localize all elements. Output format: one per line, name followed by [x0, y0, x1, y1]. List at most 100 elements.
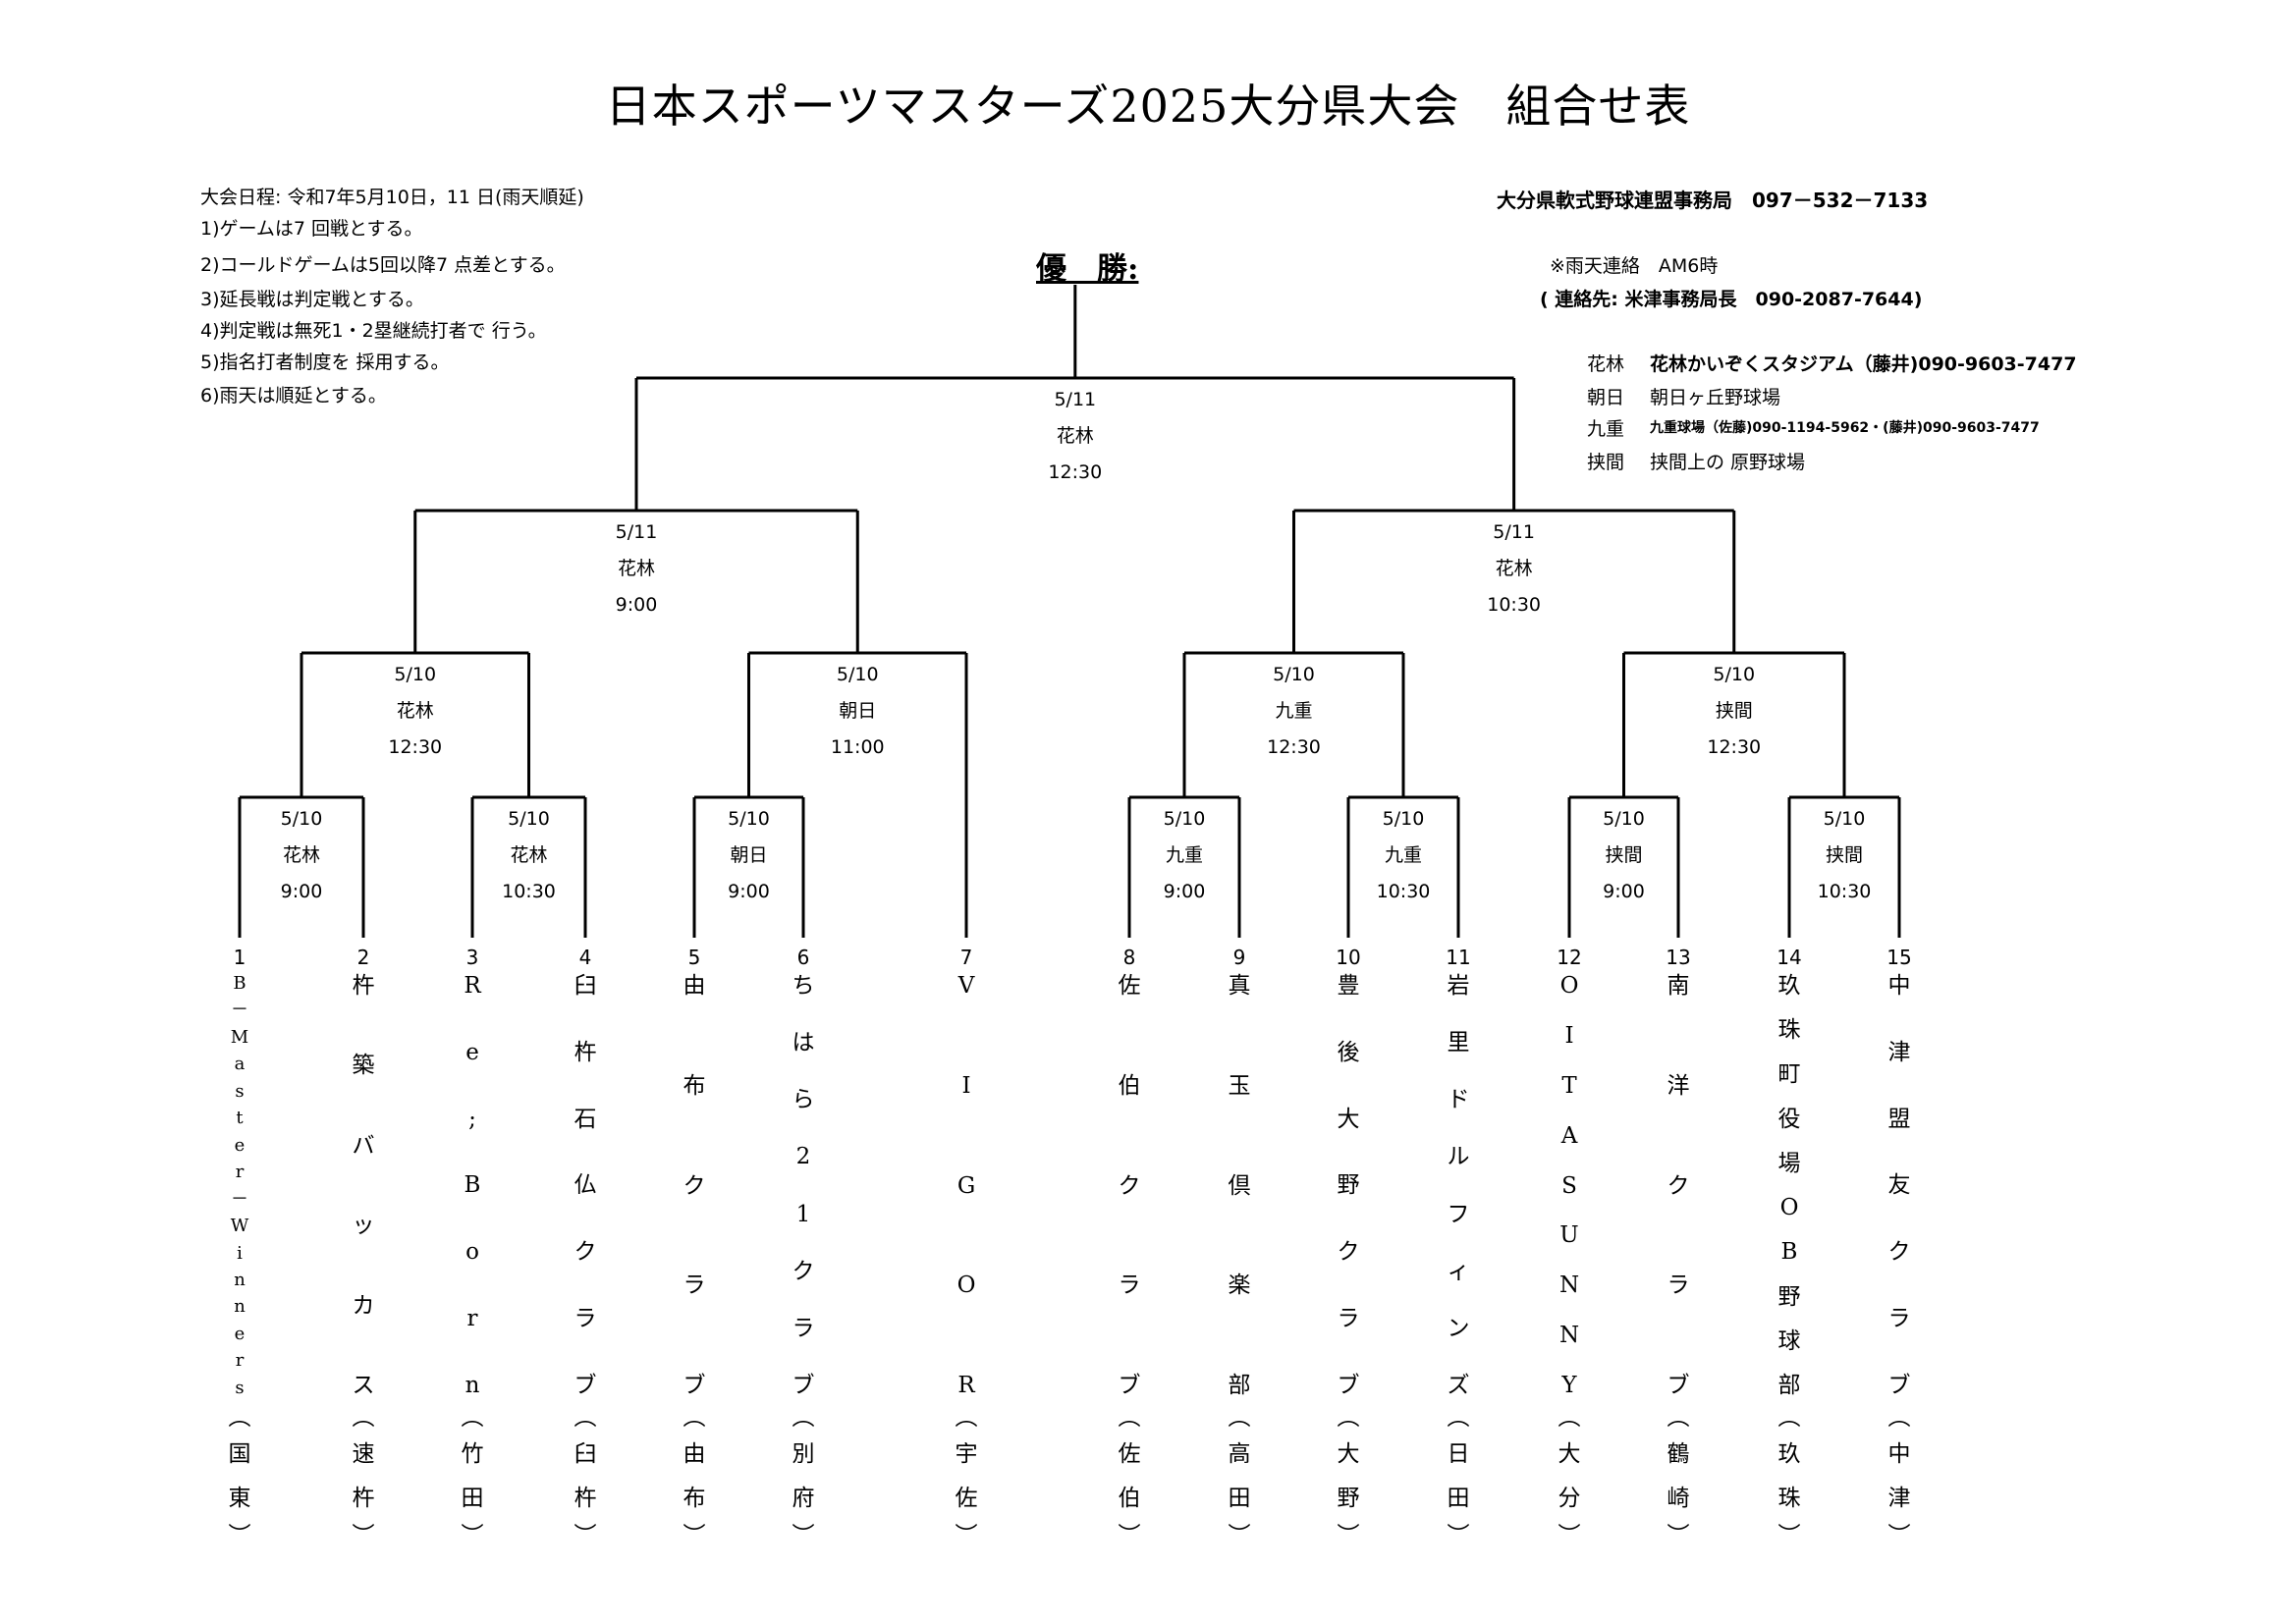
team-number: 6: [796, 946, 810, 969]
champion-label: 優 勝:: [1036, 251, 1139, 287]
venue-name: 朝日: [1587, 387, 1625, 408]
team-location: ︵由布︶: [683, 1405, 706, 1548]
team-number: 9: [1232, 946, 1246, 969]
rule-item: 6)雨天は順延とする。: [200, 385, 387, 406]
contact-person: ( 連絡先: 米津事務局長 090-2087-7644): [1540, 289, 1923, 310]
match-venue: 挟間: [1605, 844, 1643, 866]
match-venue: 挟間: [1825, 844, 1863, 866]
match-venue: 九重: [1384, 844, 1422, 866]
match-time: 9:00: [1603, 881, 1645, 902]
match-time: 10:30: [502, 881, 556, 902]
match-date: 5/10: [728, 808, 770, 830]
venue-name: 花林: [1587, 353, 1625, 375]
team-location: ︵鶴崎︶: [1667, 1405, 1690, 1548]
team-name: 臼杵石仏クラブ: [574, 973, 597, 1398]
match-time: 10:30: [1487, 594, 1541, 616]
match-time: 12:30: [388, 736, 443, 758]
team-name: 佐伯クラブ: [1118, 973, 1141, 1398]
match-date: 5/10: [1713, 664, 1756, 685]
team-location: ︵高田︶: [1228, 1405, 1251, 1548]
team-name: 岩里ドルフィンズ: [1447, 973, 1470, 1398]
team-entry: 5 由布クラブ ︵由布︶: [675, 946, 714, 1550]
team-number: 3: [465, 946, 479, 969]
match-label: 5/10 花林 10:30: [451, 801, 608, 910]
team-entry: 9 真玉倶楽部 ︵高田︶: [1220, 946, 1259, 1550]
match-date: 5/11: [1493, 521, 1535, 543]
match-venue: 朝日: [839, 700, 877, 722]
match-date: 5/10: [1273, 664, 1315, 685]
team-location: ︵玖珠︶: [1777, 1405, 1801, 1548]
team-name: 真玉倶楽部: [1228, 973, 1251, 1398]
team-name: 南洋クラブ: [1667, 973, 1690, 1398]
match-venue: 花林: [1495, 558, 1533, 579]
team-name: 中津盟友クラブ: [1887, 973, 1911, 1398]
team-number: 15: [1886, 946, 1912, 969]
match-time: 9:00: [615, 594, 658, 616]
match-date: 5/10: [1382, 808, 1425, 830]
page-title: 日本スポーツマスターズ2025大分県大会 組合せ表: [605, 80, 1691, 133]
match-time: 10:30: [1817, 881, 1872, 902]
venue-detail: 花林かいぞくスタジアム（藤井)090-9603-7477: [1650, 353, 2077, 375]
match-date: 5/10: [508, 808, 550, 830]
match-date: 5/10: [394, 664, 437, 685]
team-location: ︵日田︶: [1447, 1405, 1470, 1548]
team-number: 7: [959, 946, 973, 969]
team-location: ︵速杵︶: [352, 1405, 375, 1548]
venue-detail: 九重球場（佐藤)090-1194-5962・(藤井)090-9603-7477: [1650, 420, 2040, 436]
team-name: 由布クラブ: [683, 973, 706, 1398]
team-number: 5: [687, 946, 701, 969]
match-venue: 九重: [1165, 844, 1203, 866]
venue-detail: 挟間上の 原野球場: [1650, 452, 1806, 473]
team-number: 8: [1122, 946, 1136, 969]
team-number: 10: [1336, 946, 1361, 969]
match-label: 5/10 朝日 9:00: [671, 801, 828, 910]
team-number: 11: [1446, 946, 1471, 969]
team-number: 2: [356, 946, 370, 969]
match-venue: 花林: [510, 844, 548, 866]
team-location: ︵中津︶: [1887, 1405, 1911, 1548]
match-date: 5/10: [280, 808, 323, 830]
match-date: 5/10: [1823, 808, 1866, 830]
match-time: 12:30: [1707, 736, 1762, 758]
team-entry: 11 岩里ドルフィンズ ︵日田︶: [1439, 946, 1478, 1550]
rule-item: 2)コールドゲームは5回以降7 点差とする。: [200, 254, 566, 276]
match-venue: 九重: [1275, 700, 1313, 722]
venue-detail: 朝日ヶ丘野球場: [1650, 387, 1781, 408]
rule-item: 5)指名打者制度を 採用する。: [200, 352, 450, 373]
team-location: ︵大野︶: [1337, 1405, 1360, 1548]
match-venue: 朝日: [730, 844, 768, 866]
team-entry: 10 豊後大野クラブ ︵大野︶: [1329, 946, 1368, 1550]
team-number: 14: [1777, 946, 1802, 969]
team-number: 4: [578, 946, 592, 969]
match-time: 12:30: [1267, 736, 1321, 758]
rule-item: 1)ゲームは7 回戦とする。: [200, 218, 423, 240]
team-location: ︵宇佐︶: [955, 1405, 978, 1548]
match-time: 9:00: [728, 881, 770, 902]
team-name: 豊後大野クラブ: [1337, 973, 1360, 1398]
team-number: 12: [1557, 946, 1582, 969]
match-time: 9:00: [280, 881, 323, 902]
venue-name: 挟間: [1587, 452, 1625, 473]
match-date: 5/11: [615, 521, 658, 543]
team-location: ︵大分︶: [1558, 1405, 1581, 1548]
team-location: ︵国東︶: [228, 1405, 251, 1548]
